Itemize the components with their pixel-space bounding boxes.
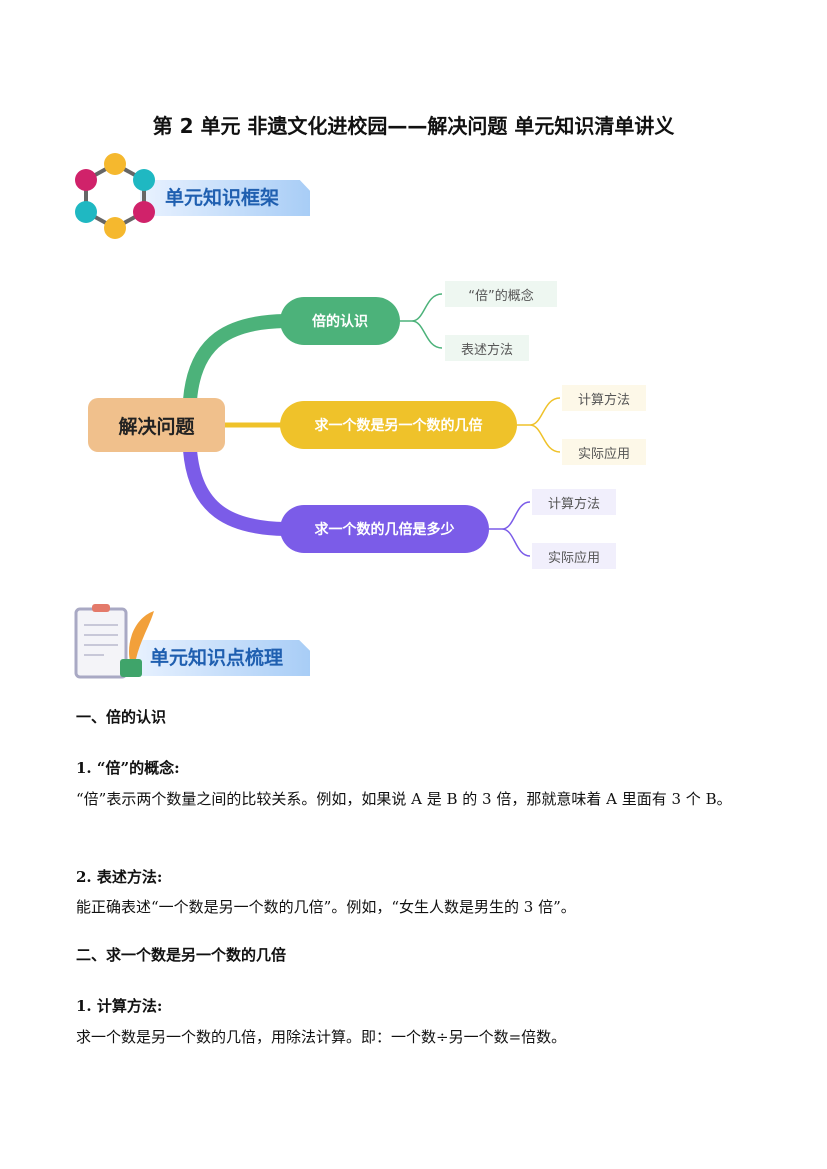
mindmap-branch-3: 求一个数的几倍是多少 <box>280 505 489 553</box>
mindmap-branch-2: 求一个数是另一个数的几倍 <box>280 401 517 449</box>
heading-section-1: 一、倍的认识 <box>76 708 167 726</box>
section-banner-framework <box>140 180 310 216</box>
paragraph-calculation: 求一个数是另一个数的几倍，用除法计算。即：一个数÷另一个数=倍数。 <box>76 1028 567 1046</box>
mindmap-leaf: 实际应用 <box>532 543 616 569</box>
mindmap-leaf: “倍”的概念 <box>445 281 557 307</box>
hexagon-molecule-icon <box>75 153 155 239</box>
section-banner-points <box>130 640 310 676</box>
mindmap-leaf: 计算方法 <box>532 489 616 515</box>
mindmap-branch-1: 倍的认识 <box>280 297 400 345</box>
mindmap-leaf: 实际应用 <box>562 439 646 465</box>
heading-section-2: 二、求一个数是另一个数的几倍 <box>76 946 287 964</box>
mindmap-leaf: 计算方法 <box>562 385 646 411</box>
page-title: 第 2 单元 非遗文化进校园——解决问题 单元知识清单讲义 <box>152 114 675 138</box>
subheading-concept: 1. “倍”的概念: <box>76 759 180 777</box>
section-banner-points-text: 单元知识点梳理 <box>150 647 284 669</box>
mindmap-root: 解决问题 <box>88 398 225 452</box>
paragraph-concept: “倍”表示两个数量之间的比较关系。例如，如果说 A 是 B 的 3 倍，那就意味… <box>76 790 732 808</box>
mindmap-leaf: 表述方法 <box>445 335 529 361</box>
subheading-calculation: 1. 计算方法: <box>76 997 163 1015</box>
mindmap-connectors <box>183 293 561 557</box>
subheading-expression: 2. 表述方法: <box>76 868 163 886</box>
paragraph-expression: 能正确表述“一个数是另一个数的几倍”。例如，“女生人数是男生的 3 倍”。 <box>76 898 576 916</box>
clipboard-quill-icon <box>74 604 154 679</box>
section-banner-framework-text: 单元知识框架 <box>165 187 280 209</box>
